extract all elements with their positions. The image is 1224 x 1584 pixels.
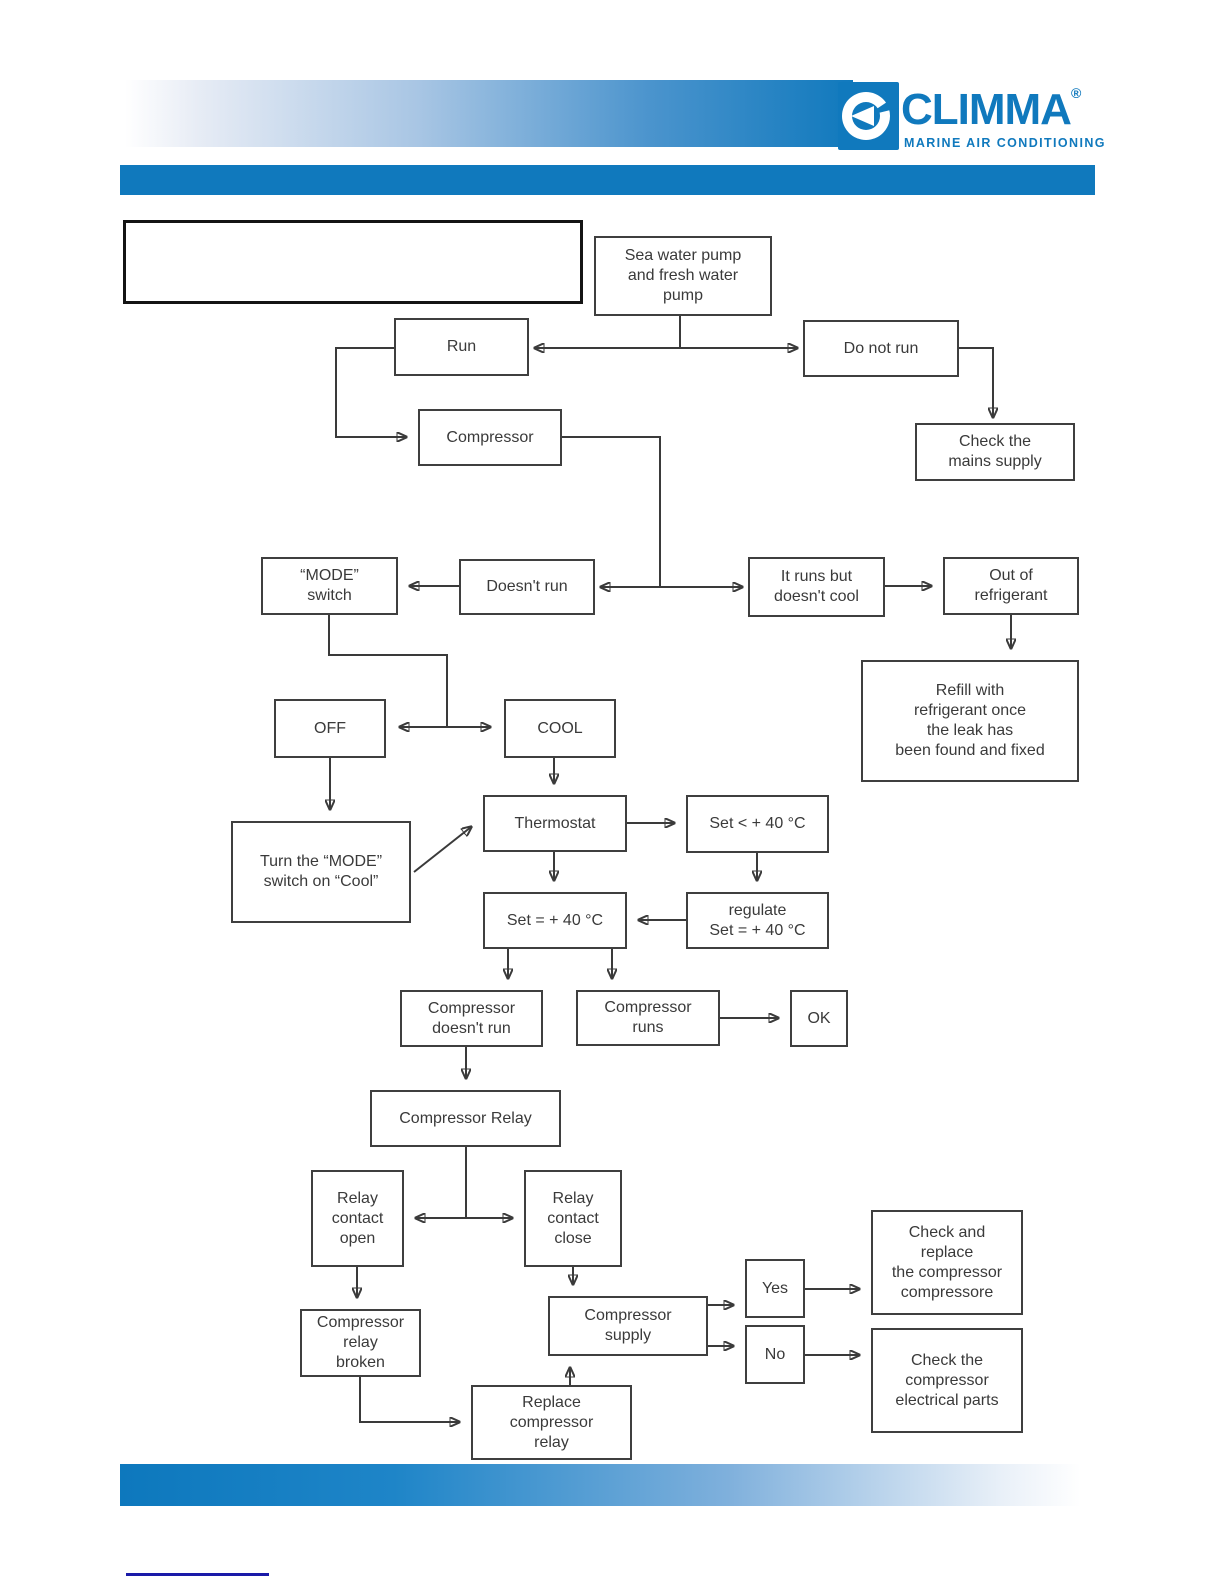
footer-accent-line <box>126 1573 269 1576</box>
node-doesnt-run: Doesn't run <box>459 559 595 615</box>
node-ok: OK <box>790 990 848 1047</box>
node-check-electrical-parts: Check the compressor electrical parts <box>871 1328 1023 1433</box>
footer-gradient-bar <box>120 1464 1100 1506</box>
node-check-replace-compressor: Check and replace the compressor compres… <box>871 1210 1023 1315</box>
node-off: OFF <box>274 699 386 758</box>
node-runs-but-doesnt-cool: It runs but doesn't cool <box>748 557 885 617</box>
node-thermostat: Thermostat <box>483 795 627 852</box>
climma-logo-icon <box>838 82 899 150</box>
brand-name: CLIMMA <box>901 85 1072 134</box>
node-mode-switch: “MODE” switch <box>261 557 398 615</box>
node-replace-compressor-relay: Replace compressor relay <box>471 1385 632 1460</box>
climma-logo-wordmark: CLIMMA® <box>901 86 1101 132</box>
node-compressor-runs: Compressor runs <box>576 990 720 1046</box>
registered-mark: ® <box>1070 85 1082 101</box>
connector-broken-replace <box>359 1377 459 1422</box>
node-set-eq-40: Set = + 40 °C <box>483 892 627 949</box>
node-refill-refrigerant: Refill with refrigerant once the leak ha… <box>861 660 1079 782</box>
logo-tagline: MARINE AIR CONDITIONING <box>904 136 1106 150</box>
node-check-mains-supply: Check the mains supply <box>915 423 1075 481</box>
node-sea-water-pump: Sea water pump and fresh water pump <box>594 236 772 316</box>
node-compressor-relay: Compressor Relay <box>370 1090 561 1147</box>
node-compressor-doesnt-run: Compressor doesn't run <box>400 990 543 1047</box>
node-do-not-run: Do not run <box>803 320 959 377</box>
node-no: No <box>745 1325 805 1384</box>
node-set-lt-40: Set < + 40 °C <box>686 795 829 853</box>
node-regulate-set: regulate Set = + 40 °C <box>686 892 829 949</box>
node-relay-contact-close: Relay contact close <box>524 1170 622 1267</box>
node-compressor-supply: Compressor supply <box>548 1296 708 1356</box>
node-turn-mode-cool: Turn the “MODE” switch on “Cool” <box>231 821 411 923</box>
node-title-box-empty <box>123 220 583 304</box>
connector-turnmode-thermostat <box>413 827 471 873</box>
header-blue-bar <box>120 165 1095 195</box>
node-compressor-relay-broken: Compressor relay broken <box>300 1309 421 1377</box>
node-cool: COOL <box>504 699 616 758</box>
node-yes: Yes <box>745 1259 805 1318</box>
node-relay-contact-open: Relay contact open <box>311 1170 404 1267</box>
node-out-of-refrigerant: Out of refrigerant <box>943 557 1079 615</box>
node-run: Run <box>394 318 529 376</box>
header-gradient-bar <box>125 80 853 147</box>
connector-donotrun-checkmains <box>959 347 993 417</box>
node-compressor: Compressor <box>418 409 562 466</box>
